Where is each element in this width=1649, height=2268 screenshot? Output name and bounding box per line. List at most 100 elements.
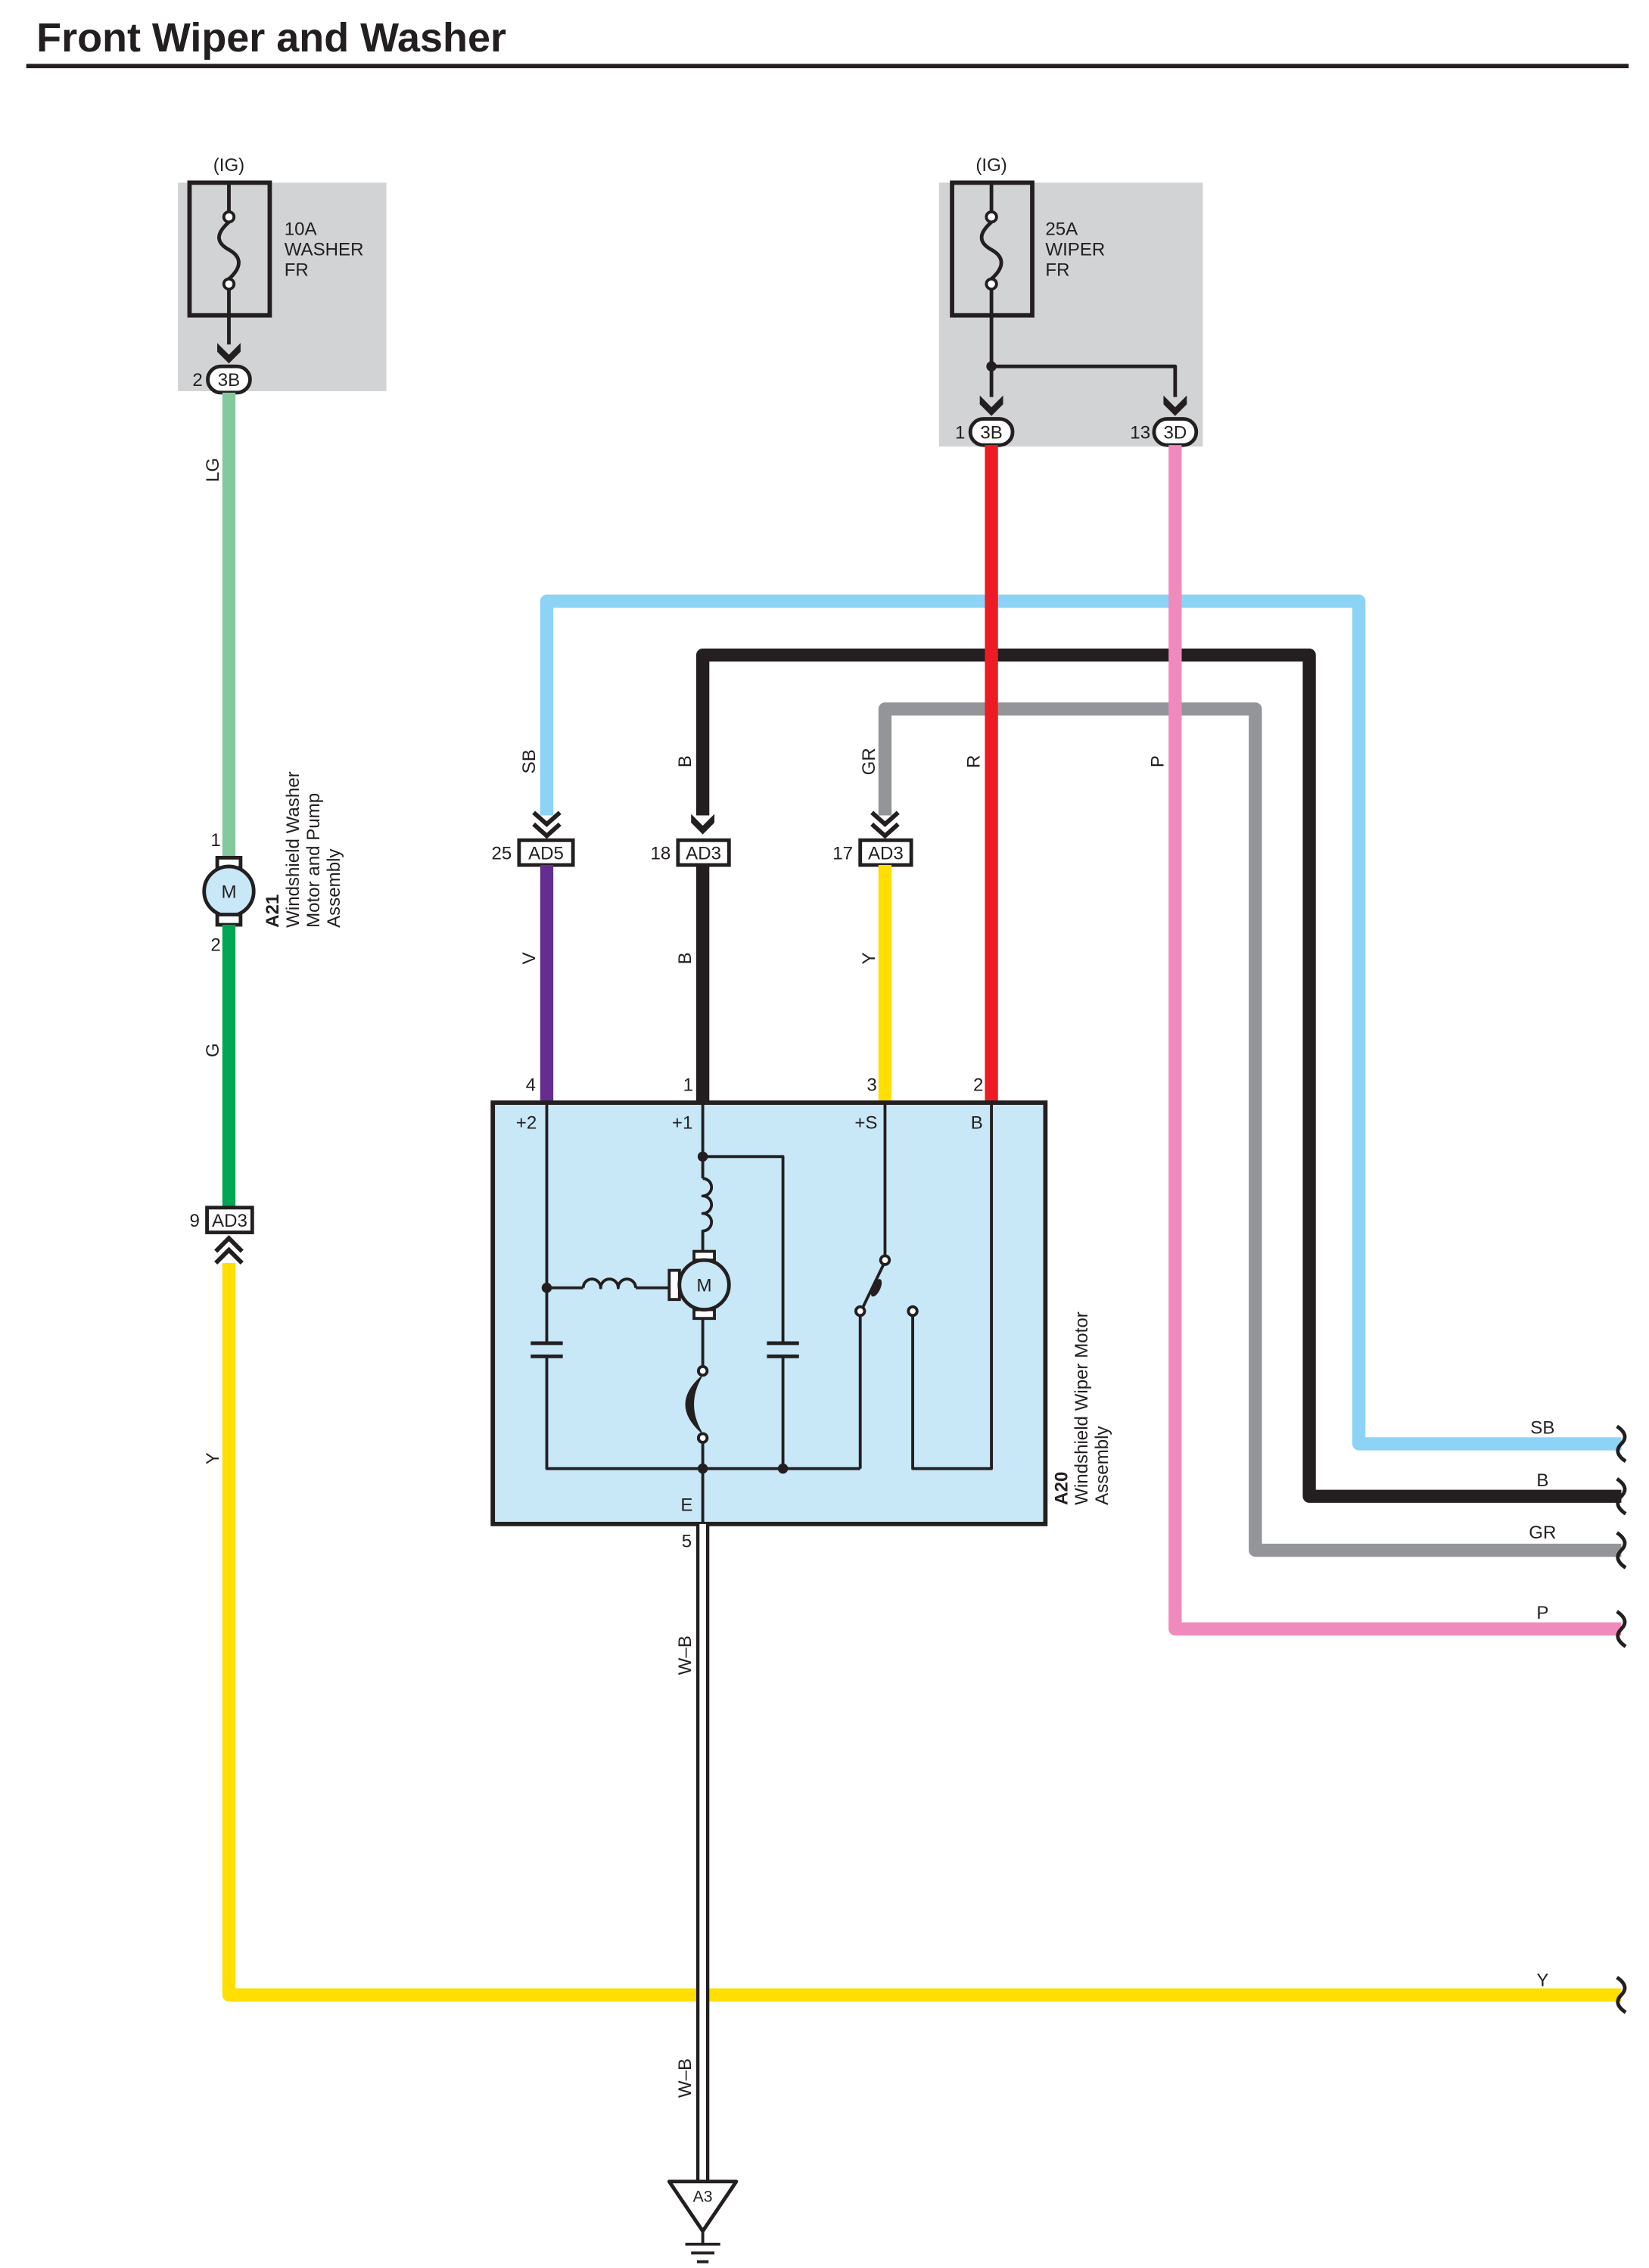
motor-brush-bottom <box>215 913 243 927</box>
ground-id: A3 <box>693 2189 713 2206</box>
page-title: Front Wiper and Washer <box>36 15 506 61</box>
connector-ad3-9: AD3 9 <box>190 1206 254 1265</box>
connector-pin: 13 <box>1130 423 1150 443</box>
fuse-rating: 10A <box>285 219 318 240</box>
off-page-label-gr: GR <box>1529 1523 1556 1543</box>
connector-id: AD5 <box>528 843 564 863</box>
wire-label-lg: LG <box>203 458 223 482</box>
component-name-line1: Windshield Washer <box>283 771 303 928</box>
terminal-pin: 2 <box>973 1075 983 1096</box>
connector-pin: 18 <box>650 843 670 863</box>
fuse-name-line2: FR <box>285 260 309 281</box>
wire-label-sb: SB <box>519 749 540 773</box>
fuse-terminal-top <box>222 210 236 224</box>
connector-pin: 17 <box>832 843 853 863</box>
connector-box <box>205 1206 254 1234</box>
fuse-terminal-top <box>985 210 998 224</box>
wire-label-v: V <box>519 952 540 964</box>
wire-label-y-left: Y <box>203 1452 223 1464</box>
wire-break-icon <box>1616 1477 1627 1516</box>
component-box <box>490 1100 1048 1526</box>
connector-id: AD3 <box>212 1211 247 1231</box>
switch-pivot <box>879 1254 891 1266</box>
fuse-wiper-fr: (IG) 25A WIPER FR 3B 1 3D 13 <box>938 155 1203 447</box>
fuse-source-label: (IG) <box>975 155 1007 176</box>
motor-symbol: M <box>221 882 236 902</box>
connector-id: 3B <box>218 370 240 390</box>
junction-dot <box>697 1463 708 1474</box>
connector-arrow-icon <box>217 343 241 364</box>
wire-break-icon <box>1616 1976 1627 2014</box>
connector-pin: 1 <box>955 423 965 443</box>
fuse-name-line1: WIPER <box>1045 240 1105 260</box>
breaker-terminal <box>696 1364 709 1377</box>
female-connector-icon <box>870 810 900 839</box>
terminal-pin: 3 <box>867 1075 876 1096</box>
wire-label-wb-lower: W–B <box>675 2058 695 2098</box>
wire-gr <box>878 702 1622 1557</box>
fuse-branch-line <box>991 364 1178 397</box>
fuse-element <box>979 220 1003 281</box>
circuit-breaker-icon <box>685 1364 709 1444</box>
connector-box <box>858 838 913 867</box>
internal-line-b <box>911 1103 994 1470</box>
connector-pin: 9 <box>190 1211 200 1231</box>
wire-break-icon <box>1616 1610 1627 1648</box>
terminal-label: +2 <box>516 1113 537 1134</box>
wire-break-icon <box>1616 1424 1627 1464</box>
wire-sb <box>540 594 1622 1451</box>
fuse-terminal-bottom <box>222 277 236 291</box>
breaker-element <box>685 1376 702 1433</box>
fuse-source-label: (IG) <box>213 155 244 176</box>
fuse-washer-fr: (IG) 10A WASHER FR 3B 2 <box>178 155 387 395</box>
wire-label-p: P <box>1147 755 1168 767</box>
terminal-label: +1 <box>672 1113 692 1134</box>
component-name-line2: Assembly <box>1092 1426 1112 1504</box>
fuse-name-line2: FR <box>1045 260 1069 281</box>
wire-y-left <box>222 1263 1622 2002</box>
ground-terminal-pin: 5 <box>682 1532 692 1552</box>
fuse-block-background <box>178 182 387 391</box>
ground-triangle <box>667 2179 739 2233</box>
fuse-rating: 25A <box>1045 219 1078 240</box>
wire-p <box>1168 445 1622 1636</box>
washer-motor: M 1 2 A21 Windshield Washer Motor and Pu… <box>202 771 344 956</box>
connector-id: AD3 <box>868 843 904 863</box>
fuse-icon <box>217 182 241 345</box>
switch-cam <box>870 1279 882 1297</box>
switch-contact <box>907 1305 919 1318</box>
motor-pin-top: 1 <box>210 830 220 851</box>
off-page-label-b: B <box>1536 1470 1548 1491</box>
internal-return-line <box>545 1356 860 1470</box>
wire-b-top <box>695 648 1622 1503</box>
internal-line <box>702 1155 785 1343</box>
connector-pin: 25 <box>491 843 512 863</box>
component-name-line1: Windshield Wiper Motor <box>1072 1311 1092 1505</box>
off-page-label-p: P <box>1536 1603 1548 1623</box>
terminal-label: B <box>971 1113 983 1134</box>
wiper-motor: 4 1 3 2 +2 +1 +S B <box>490 1075 1112 1552</box>
connector-pin: 2 <box>192 370 202 390</box>
wire-break-icon <box>1616 1531 1627 1570</box>
junction-dot <box>986 361 997 372</box>
female-connector-icon <box>214 1235 244 1265</box>
connector-id: 3B <box>980 423 1002 443</box>
wire-label-b-top: B <box>675 755 695 767</box>
terminal-pin: 4 <box>526 1075 536 1096</box>
wire-label-y-mid: Y <box>859 952 879 964</box>
breaker-terminal <box>696 1432 709 1444</box>
component-name-line3: Assembly <box>324 849 344 928</box>
junction-dot <box>777 1463 789 1474</box>
off-page-label-y: Y <box>1536 1971 1548 1991</box>
connector-arrow-icon <box>1163 395 1187 416</box>
wire-label-b-mid: B <box>675 952 695 964</box>
terminal-pin: 1 <box>683 1075 693 1096</box>
fuse-element <box>217 220 241 281</box>
switch-icon <box>854 1254 919 1318</box>
ground-terminal-label: E <box>680 1495 692 1516</box>
switch-contact <box>854 1305 867 1318</box>
inductor-icon <box>581 1277 637 1290</box>
connector-ad3-17: AD3 17 <box>832 810 913 867</box>
wire-label-g: G <box>203 1043 223 1057</box>
